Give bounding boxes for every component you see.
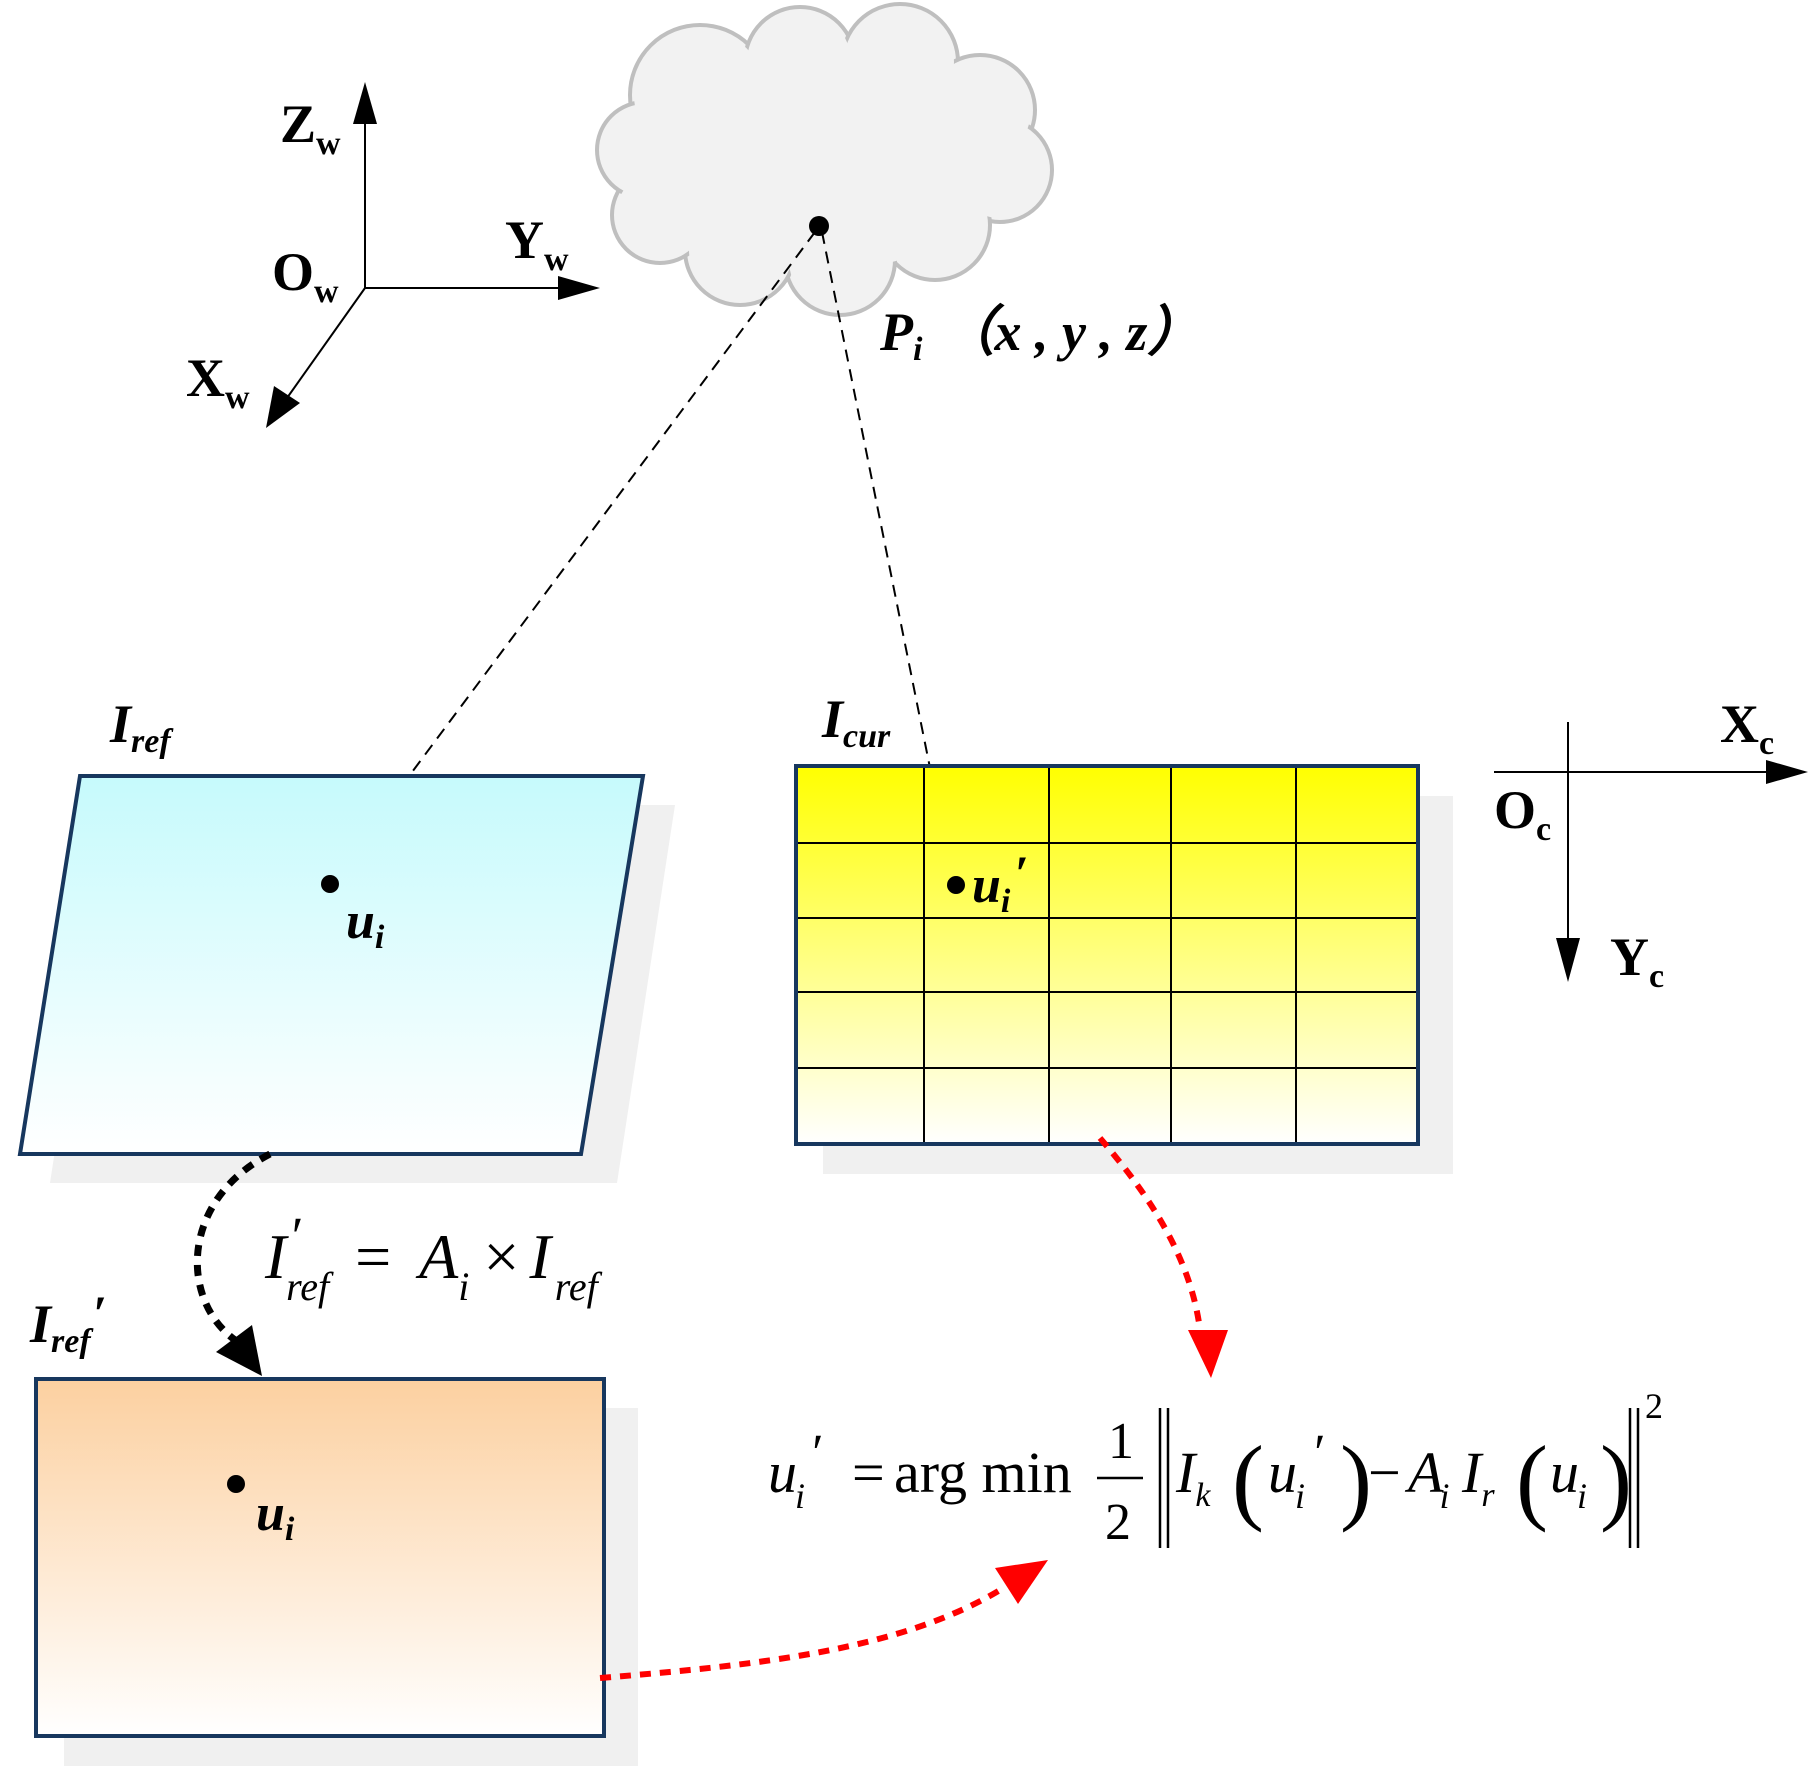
world-x-label: Xw (186, 348, 250, 416)
world-x-arrowhead (266, 386, 300, 428)
world-origin-label: Ow (272, 242, 339, 310)
world-z-label: Zw (280, 94, 341, 162)
opt-lhs: ui′ (768, 1425, 822, 1516)
cur-image-label: Icur (821, 689, 891, 755)
point-pi-label: Pi（x , y , z） (879, 302, 1201, 368)
camera-x-arrowhead (1766, 760, 1808, 784)
ray-to-ref (329, 231, 816, 883)
opt-frac-num: 1 (1108, 1413, 1134, 1470)
opt-paren-2-open: ( (1516, 1426, 1548, 1533)
ray-to-cur (821, 231, 954, 883)
opt-paren-1-close: ) (1340, 1426, 1372, 1533)
warped-point-ui-label: ui (256, 1485, 295, 1548)
warped-point-ui (227, 1475, 245, 1493)
cur-image-grid (796, 766, 1418, 1144)
camera-y-arrowhead (1556, 938, 1580, 982)
optimization-equation: ui′ = arg min 1 2 Ik ( ui′ ) − Ai Ir ( u… (768, 1386, 1663, 1551)
camera-origin-label: Oc (1494, 780, 1551, 848)
world-y-label: Yw (505, 210, 569, 278)
ref-point-ui-label: ui (346, 893, 385, 956)
world-frame: Zw Yw Ow Xw (186, 82, 600, 428)
camera-frame: Xc Oc Yc (1494, 694, 1808, 995)
warp-arrow-head (216, 1325, 262, 1376)
warped-image: ui Iref′ (29, 1285, 638, 1766)
cur-image: ui′ Icur (794, 689, 1453, 1174)
opt-minus: − (1368, 1440, 1401, 1505)
opt-frac-den: 2 (1105, 1494, 1131, 1551)
projection-rays (329, 231, 954, 883)
opt-arg1: ui′ (1268, 1425, 1324, 1516)
opt-power: 2 (1645, 1386, 1663, 1426)
opt-arg2: ui (1550, 1440, 1587, 1516)
point-pi (809, 216, 829, 236)
cloud-fill (601, 8, 1048, 311)
ref-point-ui (321, 875, 339, 893)
cur-point-ui-prime-label: ui′ (972, 845, 1028, 920)
opt-ir: Ir (1461, 1440, 1495, 1514)
warp-arrow-path (193, 1150, 272, 1343)
camera-y-label: Yc (1610, 927, 1664, 995)
world-x-axis (286, 287, 366, 399)
ref-image: ui Iref (17, 694, 675, 1183)
red-arrow-from-warped-head (995, 1560, 1048, 1604)
warp-arrow (193, 1150, 272, 1376)
opt-operator: arg min (894, 1440, 1072, 1505)
opt-ik: Ik (1175, 1440, 1211, 1514)
ref-image-plane (17, 774, 646, 1156)
camera-x-label: Xc (1720, 694, 1774, 762)
red-arrows (599, 1136, 1228, 1681)
warped-image-plane (34, 1377, 606, 1738)
red-arrow-from-cur-path (1097, 1136, 1203, 1331)
red-arrow-from-cur-head (1188, 1330, 1228, 1378)
red-arrow-from-warped-path (599, 1587, 1002, 1681)
cur-image-plane (794, 764, 1420, 1146)
world-z-arrowhead (353, 82, 377, 124)
opt-equals: = (852, 1440, 885, 1505)
opt-paren-1-open: ( (1232, 1426, 1264, 1533)
warped-image-label: Iref′ (29, 1285, 107, 1360)
world-y-arrowhead (558, 276, 600, 300)
point-cloud: Pi（x , y , z） (595, 2, 1201, 368)
ref-image-label: Iref (109, 694, 174, 760)
opt-paren-2-close: ) (1600, 1426, 1632, 1533)
cur-point-ui-prime (947, 876, 965, 894)
opt-ai: Ai (1404, 1440, 1449, 1516)
